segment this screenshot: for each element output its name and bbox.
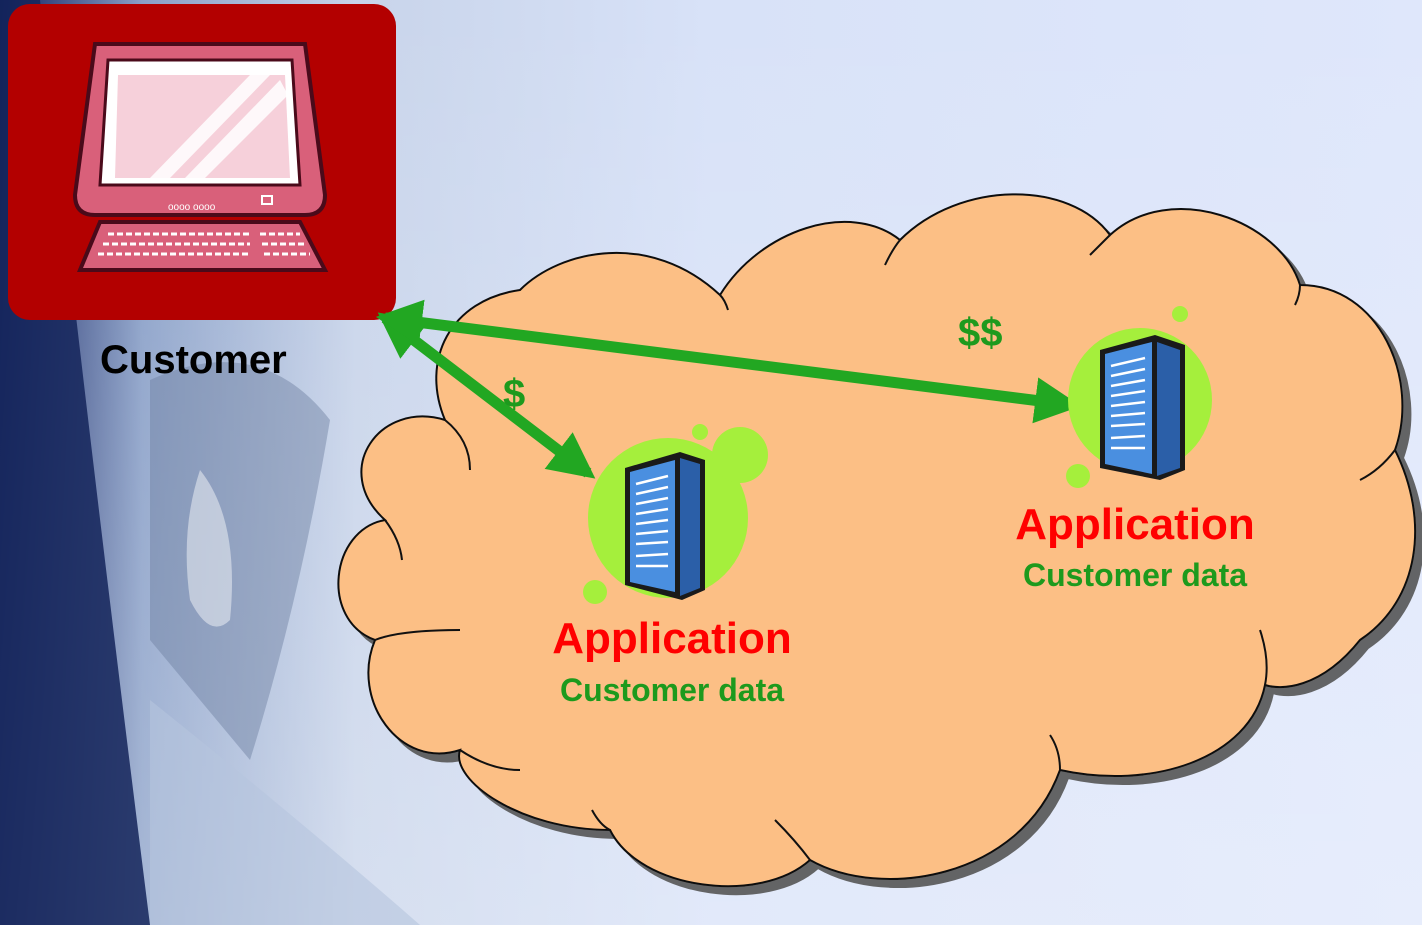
server-icon (1100, 335, 1185, 480)
server-2-title: Application (1015, 500, 1255, 549)
server-node-2[interactable] (1066, 306, 1212, 488)
link-arrows (375, 299, 1082, 479)
link-arrow-to-server-2 (375, 299, 1082, 424)
svg-text:oooo oooo: oooo oooo (168, 202, 216, 213)
computer-icon: oooo oooo (72, 42, 329, 272)
server-node-1[interactable] (583, 424, 768, 604)
customer-label: Customer (100, 338, 287, 382)
server-1-subtitle: Customer data (559, 672, 785, 708)
server-icon (625, 452, 705, 600)
link-1-price: $ (503, 372, 526, 416)
customer-node[interactable]: oooo oooo (8, 4, 396, 320)
link-2-price: $$ (958, 311, 1003, 355)
server-1-title: Application (552, 614, 792, 663)
server-2-subtitle: Customer data (1022, 557, 1248, 593)
